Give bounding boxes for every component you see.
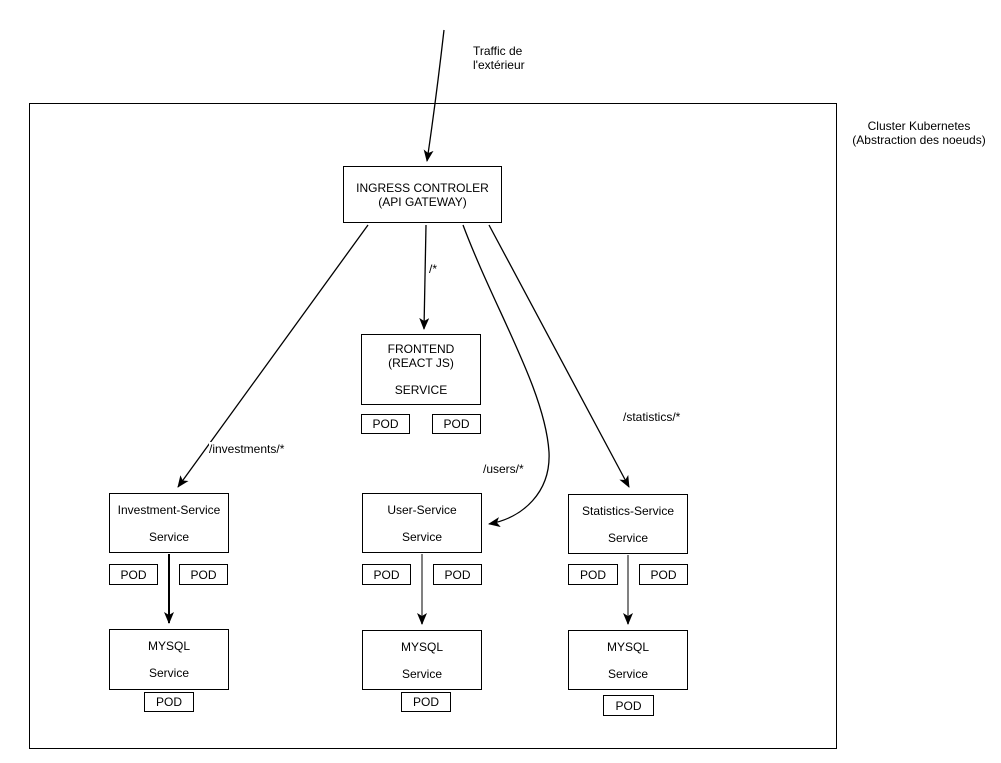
ingress-controller-box: INGRESS CONTROLER (API GATEWAY): [343, 166, 502, 223]
statistics-service-title: Statistics-Service: [581, 503, 675, 518]
investment-mysql-subtitle: Service: [148, 666, 189, 680]
cluster-label-line1: Cluster Kubernetes: [867, 119, 971, 133]
statistics-service-box: Statistics-Service Service: [568, 494, 688, 554]
user-service-subtitle: Service: [401, 529, 442, 544]
user-mysql-pod: POD: [401, 692, 451, 712]
ingress-title-line1: INGRESS CONTROLER: [356, 180, 489, 195]
route-label-users: /users/*: [483, 462, 524, 476]
statistics-service-subtitle: Service: [607, 530, 648, 545]
user-service-title: User-Service: [387, 502, 457, 517]
statistics-mysql-pod: POD: [603, 695, 654, 716]
investment-mysql-box: MYSQL Service: [109, 629, 229, 690]
user-mysql-title: MYSQL: [400, 639, 443, 654]
frontend-service-box: FRONTEND (REACT JS) SERVICE: [361, 334, 481, 405]
external-traffic-label-line1: Traffic de: [473, 44, 523, 58]
ingress-title-line2: (API GATEWAY): [378, 194, 467, 209]
cluster-label: Cluster Kubernetes (Abstraction des noeu…: [843, 119, 995, 147]
user-mysql-subtitle: Service: [401, 666, 442, 681]
frontend-pod-2: POD: [432, 414, 481, 434]
statistics-mysql-subtitle: Service: [607, 666, 648, 681]
route-label-statistics: /statistics/*: [623, 410, 681, 424]
cluster-label-line2: (Abstraction des noeuds): [852, 133, 986, 147]
statistics-mysql-box: MYSQL Service: [568, 630, 688, 690]
investment-pod-2: POD: [179, 564, 228, 585]
user-mysql-box: MYSQL Service: [362, 630, 482, 690]
frontend-subtitle: SERVICE: [394, 383, 448, 397]
statistics-mysql-title: MYSQL: [606, 639, 649, 654]
investment-mysql-title: MYSQL: [147, 639, 190, 653]
investment-service-subtitle: Service: [148, 529, 189, 544]
frontend-title-line1: FRONTEND: [387, 342, 455, 356]
investment-service-box: Investment-Service Service: [109, 493, 229, 553]
external-traffic-label: Traffic de l'extérieur: [473, 44, 525, 72]
frontend-pod-1: POD: [361, 414, 410, 434]
investment-pod-1: POD: [109, 564, 158, 585]
statistics-pod-1: POD: [568, 564, 618, 585]
user-service-box: User-Service Service: [362, 493, 482, 553]
external-traffic-label-line2: l'extérieur: [473, 58, 525, 72]
route-label-root: /*: [429, 262, 438, 276]
user-pod-1: POD: [362, 564, 411, 585]
investment-service-title: Investment-Service: [117, 502, 221, 517]
user-pod-2: POD: [433, 564, 482, 585]
route-label-investments: /investments/*: [209, 442, 285, 456]
investment-mysql-pod: POD: [144, 692, 194, 712]
frontend-title-line2: (REACT JS): [388, 356, 454, 370]
statistics-pod-2: POD: [639, 564, 688, 585]
